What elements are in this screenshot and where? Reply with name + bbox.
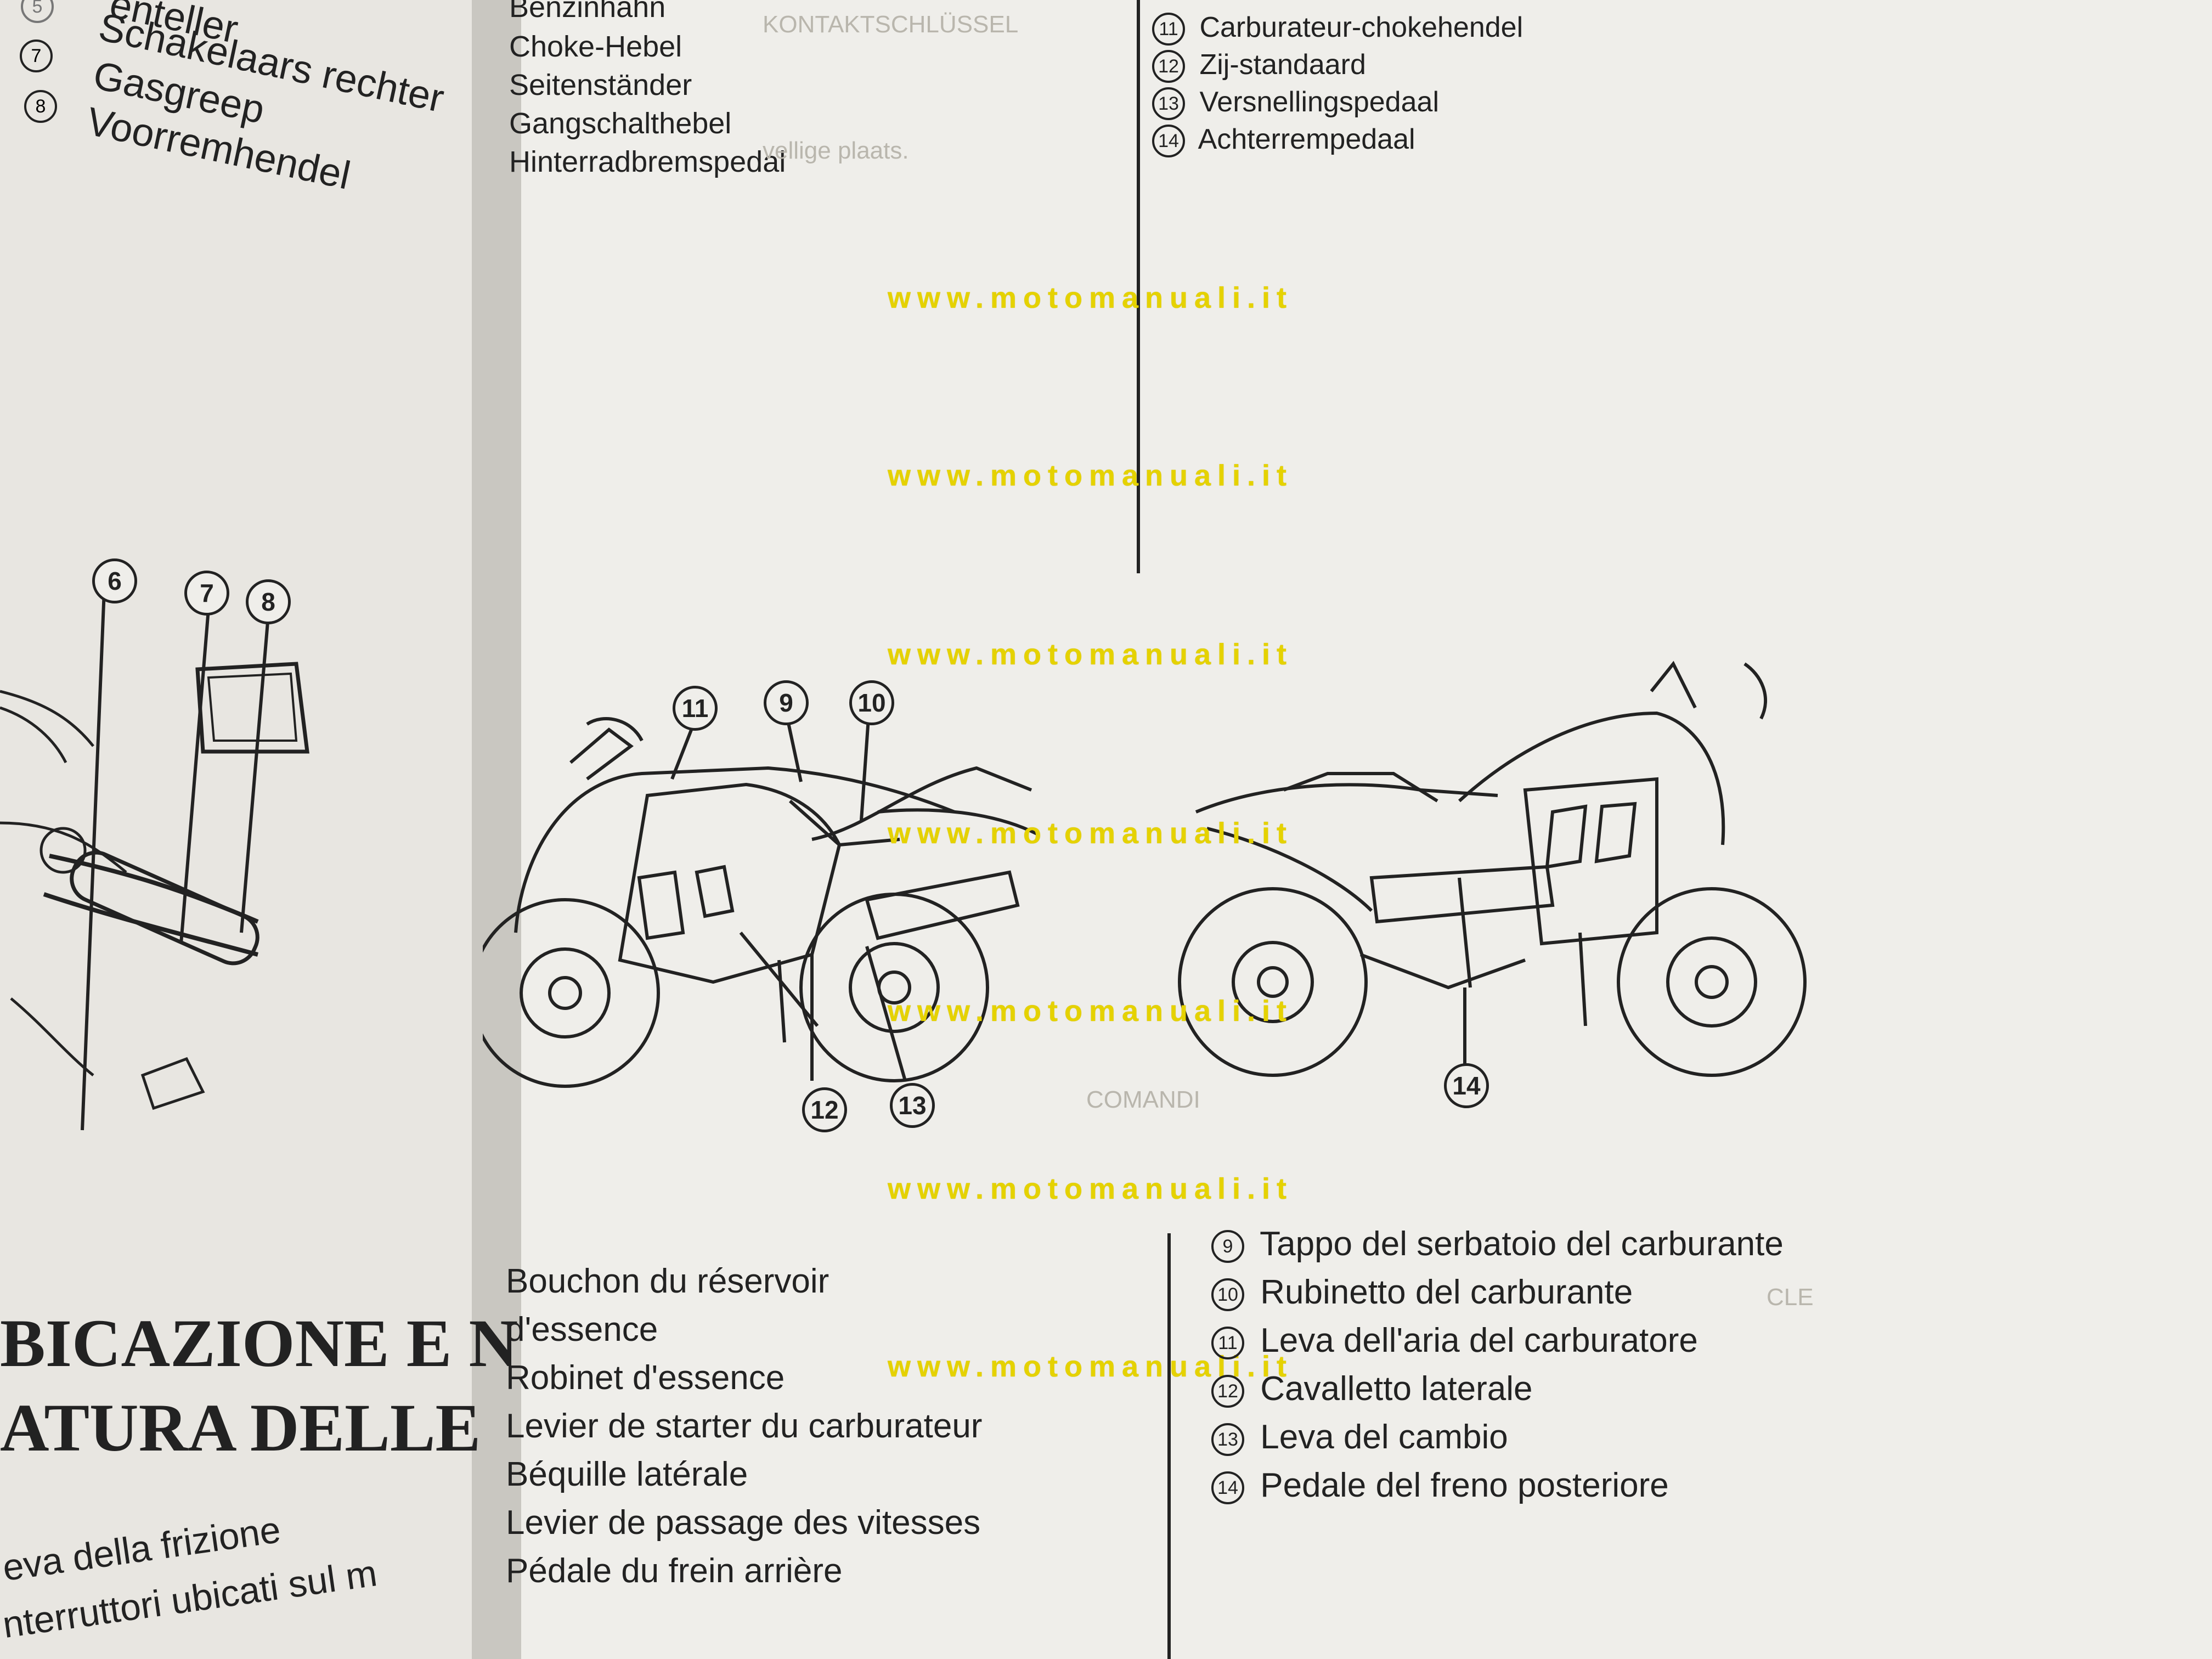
left-heading-line-2: ATURA DELLE [0,1390,481,1465]
it-item-13: 13 Leva del cambio [1211,1418,1508,1457]
top-column-divider [1137,0,1140,573]
callout-10: 10 [849,680,894,725]
nl-item-label: Versnellingspedaal [1199,86,1439,118]
it-item-label: Leva dell'aria del carburatore [1260,1322,1698,1359]
list-number-icon: 8 [24,90,57,123]
de-item-1: Benzinhahn [509,0,666,24]
number-icon: 11 [1211,1326,1244,1359]
it-item-label: Pedale del freno posteriore [1260,1466,1669,1504]
it-item-label: Rubinetto del carburante [1260,1273,1633,1311]
show-through-text: KONTAKTSCHLÜSSEL [763,11,1019,38]
number-icon: 13 [1152,87,1185,121]
number-icon: 13 [1211,1423,1244,1456]
nl-item-label: Carburateur-chokehendel [1199,12,1523,43]
de-item-2: Choke-Hebel [509,30,682,63]
left-page [0,0,494,1659]
nl-item-label: Achterrempedaal [1198,123,1415,155]
number-icon: 9 [1211,1229,1244,1263]
nl-item-12: 12 Zij-standaard [1152,48,1366,83]
de-item-4: Gangschalthebel [509,107,732,140]
callout-14: 14 [1444,1063,1489,1108]
it-item-label: Leva del cambio [1260,1418,1508,1456]
number-icon: 14 [1211,1471,1244,1504]
watermark-text: www.motomanuali.it [888,459,1294,492]
fr-item-4: Levier de starter du carburateur [506,1407,983,1445]
callout-12: 12 [802,1087,847,1132]
page-gutter [472,0,521,1659]
fr-item-5: Béquille latérale [506,1455,748,1493]
handlebar-diagram [0,589,309,1131]
nl-item-13: 13 Versnellingspedaal [1152,86,1439,121]
show-through-text: CLE [1767,1284,1814,1311]
it-item-label: Tappo del serbatoio del carburante [1260,1225,1784,1263]
list-number-icon: 7 [20,40,53,72]
nl-item-11: 11 Carburateur-chokehendel [1152,11,1523,46]
right-page [494,0,2212,1659]
it-item-10: 10 Rubinetto del carburante [1211,1273,1633,1312]
number-icon: 10 [1211,1278,1244,1311]
de-item-5: Hinterradbremspedal [509,145,786,178]
it-item-9: 9 Tappo del serbatoio del carburante [1211,1224,1784,1263]
it-item-label: Cavalletto laterale [1260,1370,1533,1408]
callout-8: 8 [246,579,291,624]
de-item-3: Seitenständer [509,69,692,101]
callout-6: 6 [92,558,137,603]
callout-11: 11 [673,686,718,731]
fr-item-7: Pédale du frein arrière [506,1552,843,1590]
callout-7: 7 [184,571,229,616]
fr-item-2: d'essence [506,1311,658,1348]
number-icon: 12 [1152,50,1185,83]
left-heading-line-1: BICAZIONE E N [0,1306,518,1381]
fr-item-3: Robinet d'essence [506,1359,785,1397]
it-item-12: 12 Cavalletto laterale [1211,1369,1533,1408]
callout-13: 13 [890,1083,935,1128]
nl-item-label: Zij-standaard [1199,49,1366,81]
it-item-11: 11 Leva dell'aria del carburatore [1211,1321,1698,1360]
nl-item-14: 14 Achterrempedaal [1152,123,1415,158]
list-number-icon: 5 [21,0,54,23]
it-item-14: 14 Pedale del freno posteriore [1211,1466,1669,1505]
bottom-column-divider [1167,1233,1171,1659]
fr-item-6: Levier de passage des vitesses [506,1504,981,1542]
number-icon: 11 [1152,13,1185,46]
show-through-text: COMANDI [1086,1086,1200,1113]
watermark-text: www.motomanuali.it [888,817,1294,850]
number-icon: 14 [1152,125,1185,158]
callout-9: 9 [764,680,809,725]
watermark-text: www.motomanuali.it [888,281,1294,314]
watermark-text: www.motomanuali.it [888,995,1294,1028]
watermark-text: www.motomanuali.it [888,1172,1294,1205]
watermark-text: www.motomanuali.it [888,638,1294,671]
show-through-text: vellige plaats. [763,137,909,164]
number-icon: 12 [1211,1374,1244,1408]
fr-item-1: Bouchon du réservoir [506,1262,830,1300]
